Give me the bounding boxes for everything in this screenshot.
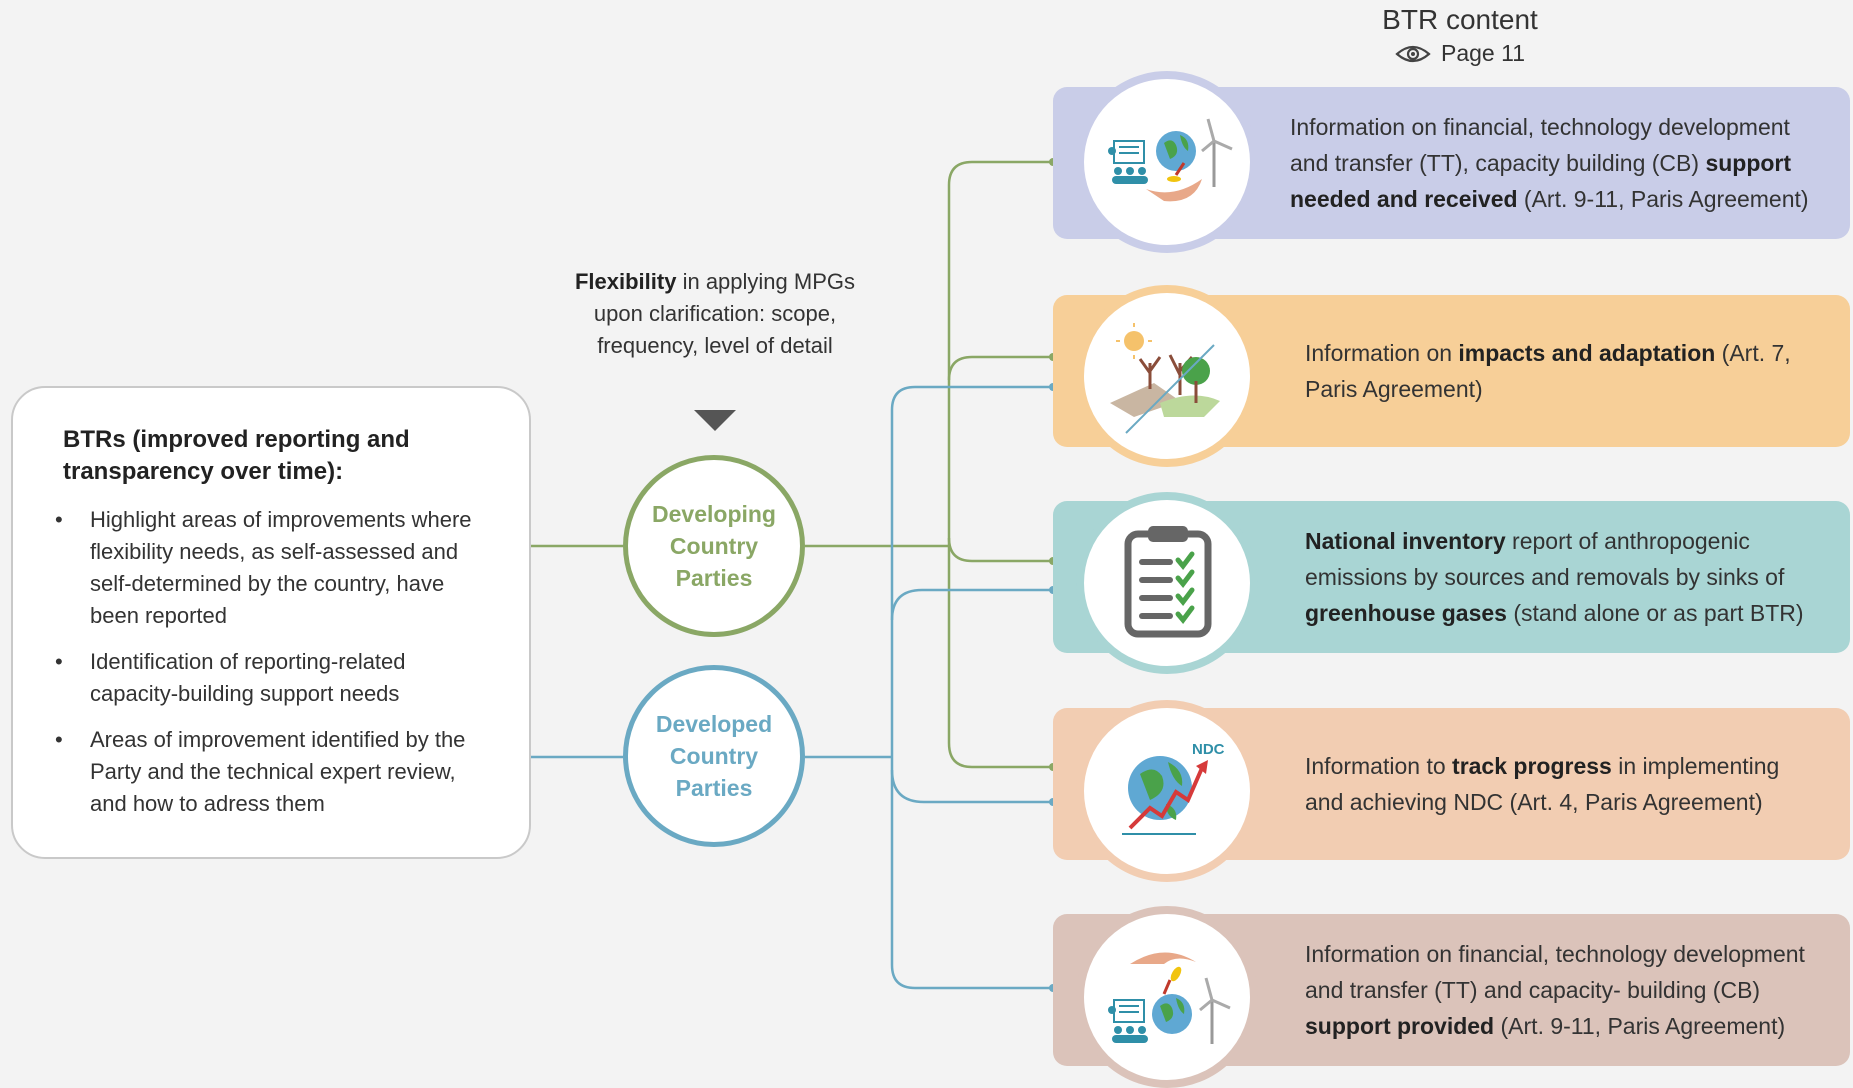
header-title: BTR content [1382, 4, 1538, 35]
card-text-bold2: greenhouse gases [1305, 600, 1507, 626]
flexibility-note: Flexibility in applying MPGs upon clarif… [570, 266, 860, 362]
bullet: • [55, 507, 63, 532]
developed-country-parties-node[interactable]: Developed Country Parties [623, 665, 805, 847]
card-text-post: (stand alone or as part BTR) [1506, 600, 1804, 626]
list-item: • Highlight areas of improvements where f… [51, 504, 491, 632]
btrs-list: • Highlight areas of improvements where f… [51, 504, 491, 834]
btrs-box: BTRs (improved reporting and transparenc… [11, 386, 531, 859]
card-text-bold: National inventory [1305, 528, 1506, 554]
page-label: Page 11 [1441, 40, 1525, 66]
list-item: • Areas of improvement identified by the … [51, 724, 491, 820]
card-text: Information on financial, technology dev… [1290, 87, 1822, 239]
list-item-text: Highlight areas of improvements where fl… [90, 507, 472, 628]
flexibility-bold: Flexibility [574, 269, 677, 294]
ndc-progress-icon: NDC [1076, 700, 1258, 882]
card-text-post: (Art. 9-11, Paris Agreement) [1517, 186, 1809, 212]
developing-label: Developing Country Parties [652, 501, 776, 591]
list-item-text: Identification of reporting-related capa… [90, 649, 406, 706]
support-needed-icon [1076, 71, 1258, 253]
eye-icon [1395, 45, 1431, 62]
ndc-icon-label: NDC [1192, 741, 1225, 758]
flexibility-text: in applying MPGs upon clarification: sco… [593, 269, 855, 358]
card-text-bold: track progress [1452, 753, 1612, 779]
card-text-bold: support provided [1305, 1013, 1495, 1039]
card-text-bold: impacts and adaptation [1458, 340, 1716, 366]
page-reference[interactable]: Page 11 [1300, 40, 1620, 67]
card-text-post: in implementing and achieving NDC (Art. … [1305, 753, 1780, 815]
card-text-pre: Information on financial, technology dev… [1305, 941, 1805, 1003]
developed-label: Developed Country Parties [655, 711, 773, 801]
card-text-post: (Art. 7, Paris Agreement) [1305, 340, 1791, 402]
list-item-text: Areas of improvement identified by the P… [90, 727, 466, 816]
support-provided-icon [1076, 906, 1258, 1088]
inventory-clipboard-icon [1076, 492, 1258, 674]
btrs-title: BTRs (improved reporting and transparenc… [63, 426, 410, 485]
down-arrow-icon [694, 410, 736, 431]
btr-content-header: BTR content Page 11 [1300, 4, 1620, 67]
list-item: • Identification of reporting-related cap… [51, 646, 491, 710]
bullet: • [55, 649, 63, 674]
card-text-pre: Information to [1305, 753, 1453, 779]
bullet: • [55, 727, 63, 752]
card-text-pre: Information on financial, technology dev… [1290, 114, 1790, 176]
card-text: Information on financial, technology dev… [1305, 914, 1822, 1066]
card-text: National inventory report of anthropogen… [1305, 501, 1822, 653]
card-text: Information on impacts and adaptation (A… [1305, 295, 1822, 447]
card-text-bold: support needed and received [1290, 150, 1792, 212]
card-text-post: (Art. 9-11, Paris Agreement) [1494, 1013, 1786, 1039]
card-text-pre: Information on [1305, 340, 1459, 366]
card-text-mid: report of anthropogenic emissions by sou… [1305, 528, 1785, 590]
impacts-adaptation-icon [1076, 285, 1258, 467]
card-text: Information to track progress in impleme… [1305, 708, 1822, 860]
developing-country-parties-node[interactable]: Developing Country Parties [623, 455, 805, 637]
